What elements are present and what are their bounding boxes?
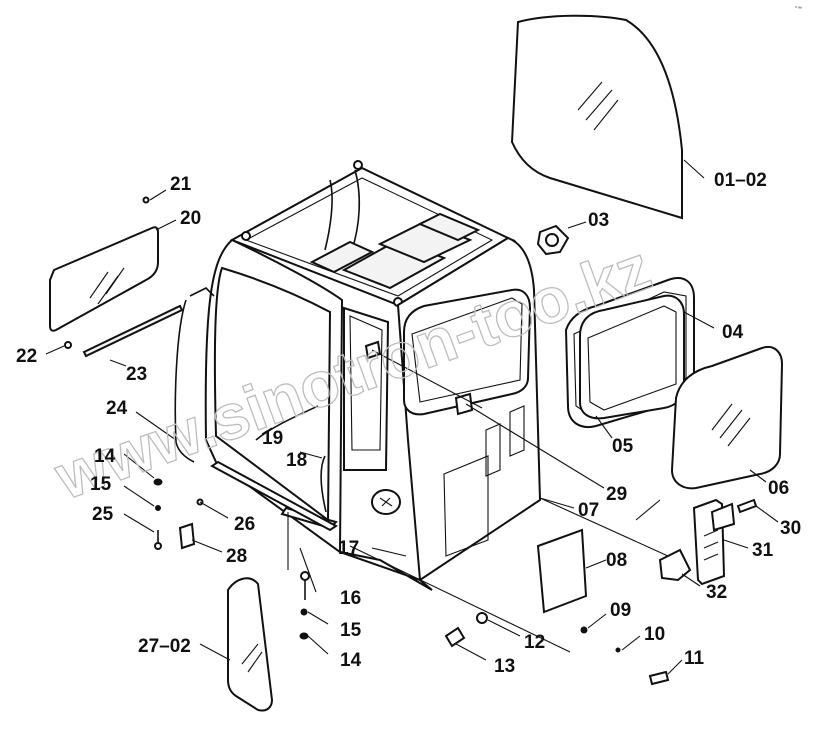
part-24-seal-top <box>189 287 215 297</box>
label-15-center: 15 <box>340 620 362 641</box>
part-14-washer-left <box>153 478 163 486</box>
label-26: 26 <box>234 514 255 535</box>
label-07: 07 <box>578 500 599 521</box>
label-01-02: 01–02 <box>714 170 767 191</box>
label-15-left: 15 <box>90 474 112 495</box>
label-04: 04 <box>722 322 744 343</box>
part-09-washer <box>580 626 588 634</box>
part-15-washer-left <box>155 505 161 511</box>
label-22: 22 <box>16 346 37 367</box>
part-25-bolt <box>154 530 162 550</box>
leader-lines <box>45 159 779 675</box>
label-03: 03 <box>588 210 609 231</box>
label-17: 17 <box>338 538 359 559</box>
label-10: 10 <box>644 624 665 645</box>
label-19: 19 <box>262 428 283 449</box>
label-14-left: 14 <box>94 446 116 467</box>
label-31: 31 <box>752 540 774 561</box>
part-31-bracket <box>692 498 736 586</box>
label-23: 23 <box>126 364 147 385</box>
part-08-plate <box>536 528 588 614</box>
part-24-seal <box>174 299 195 463</box>
label-09: 09 <box>610 600 631 621</box>
part-27-02-glass <box>227 577 274 712</box>
part-21-screw <box>142 196 150 204</box>
label-05: 05 <box>612 436 634 457</box>
part-19-wire <box>255 405 319 441</box>
label-12: 12 <box>524 632 545 653</box>
part-22-screw <box>64 341 72 349</box>
label-20: 20 <box>180 208 201 229</box>
label-14-center: 14 <box>340 650 362 671</box>
label-08: 08 <box>606 550 627 571</box>
part-14-washer-center <box>299 632 309 640</box>
label-21: 21 <box>170 174 192 195</box>
part-13-pin <box>444 626 466 648</box>
label-30: 30 <box>780 518 801 539</box>
part-03-knob <box>536 224 570 256</box>
part-16-bolt <box>300 571 310 600</box>
part-15-washer-center <box>300 608 308 616</box>
label-32: 32 <box>706 582 727 603</box>
part-10-nut <box>615 647 621 653</box>
part-26-rail <box>210 460 338 532</box>
label-06: 06 <box>768 478 789 499</box>
label-13: 13 <box>494 656 515 677</box>
part-30-pin <box>736 498 758 514</box>
label-24: 24 <box>106 398 128 419</box>
label-16: 16 <box>340 588 361 609</box>
part-06-glass <box>670 346 784 490</box>
part-11-bolt <box>648 670 670 686</box>
part-28-block <box>178 522 196 550</box>
label-11: 11 <box>684 648 705 669</box>
part-12-cap <box>476 612 488 624</box>
part-20-glass <box>49 226 159 332</box>
part-23-strip <box>82 304 184 358</box>
label-18: 18 <box>286 450 307 471</box>
corner-mark: °™ <box>795 6 802 12</box>
part-01-02-glass <box>510 14 683 220</box>
label-28: 28 <box>226 546 247 567</box>
label-25: 25 <box>92 504 114 525</box>
callout-labels: 01–02 03 04 05 06 07 08 09 10 11 12 13 1… <box>16 170 801 677</box>
label-29: 29 <box>606 484 627 505</box>
label-27-02: 27–02 <box>138 636 191 657</box>
